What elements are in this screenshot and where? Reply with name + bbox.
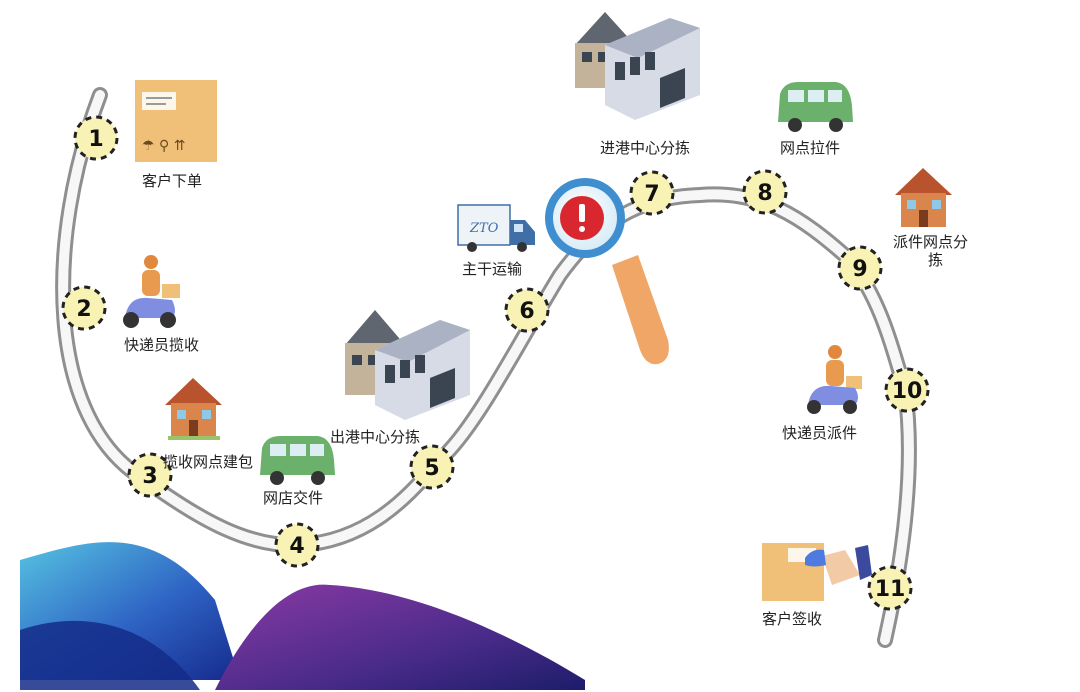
step-node-circle (867, 565, 913, 611)
step-node-5: 5 (409, 444, 455, 490)
step-node-circle (409, 444, 455, 490)
step-node-circle (629, 170, 675, 216)
green-van-icon (260, 436, 335, 485)
step-number: 11 (875, 577, 906, 602)
zto-truck-icon: ZTO (457, 204, 535, 252)
house-icon (165, 378, 222, 440)
step-node-circle (73, 115, 119, 161)
step-node-6: 6 (504, 287, 550, 333)
step-number: 2 (76, 297, 91, 322)
svg-text:☂ ⚲ ⇈: ☂ ⚲ ⇈ (142, 138, 185, 154)
step-4-label: 网店交件 (263, 489, 323, 507)
step-number: 6 (519, 299, 534, 324)
warehouse-icon (345, 310, 470, 420)
step-node-1: 1 (73, 115, 119, 161)
truck-logo-text: ZTO (469, 221, 499, 236)
step-11-label: 客户签收 (762, 610, 822, 628)
step-nodes: 1 2 3 4 5 6 7 8 9 10 11 (61, 115, 930, 611)
step-6-label: 主干运输 (462, 260, 522, 278)
step-node-11: 11 (867, 565, 913, 611)
step-node-2: 2 (61, 285, 107, 331)
step-node-10: 10 (884, 367, 930, 413)
step-number: 9 (852, 257, 867, 282)
step-5-label: 出港中心分拣 (330, 428, 420, 446)
step-number: 4 (289, 534, 304, 559)
step-number: 8 (757, 181, 772, 206)
step-node-circle (127, 452, 173, 498)
step-node-9: 9 (837, 245, 883, 291)
hand-package-icon (762, 543, 872, 601)
step-7-label: 进港中心分拣 (600, 139, 690, 157)
step-labels: 客户下单 快递员揽收 揽收网点建包 网店交件 出港中心分拣 主干运输 进港中心分… (124, 139, 968, 628)
step-node-7: 7 (629, 170, 675, 216)
step-node-3: 3 (127, 452, 173, 498)
step-9-label-line2: 拣 (928, 251, 943, 269)
step-number: 1 (88, 127, 103, 152)
step-9-label: 派件网点分 (893, 233, 968, 251)
step-number: 3 (142, 464, 157, 489)
step-node-circle (837, 245, 883, 291)
step-10-label: 快递员派件 (782, 424, 857, 442)
step-3-label: 揽收网点建包 (163, 453, 253, 471)
green-van-icon (778, 82, 853, 132)
step-number: 10 (892, 379, 923, 404)
package-box-icon: ☂ ⚲ ⇈ (135, 80, 217, 162)
step-node-circle (61, 285, 107, 331)
courier-scooter-icon (123, 255, 180, 328)
step-node-circle (504, 287, 550, 333)
step-2-label: 快递员揽收 (124, 336, 199, 354)
house-icon (895, 168, 952, 227)
courier-scooter-icon (807, 345, 862, 414)
step-node-8: 8 (742, 169, 788, 215)
background-waves (20, 542, 585, 690)
magnifier-alert-icon (545, 178, 669, 365)
warehouse-icon (575, 12, 700, 120)
step-node-circle (742, 169, 788, 215)
step-number: 7 (644, 182, 659, 207)
step-number: 5 (424, 456, 439, 481)
step-node-4: 4 (274, 522, 320, 568)
step-1-label: 客户下单 (142, 172, 202, 190)
step-node-circle (274, 522, 320, 568)
step-8-label: 网点拉件 (780, 139, 840, 157)
step-node-circle (884, 367, 930, 413)
